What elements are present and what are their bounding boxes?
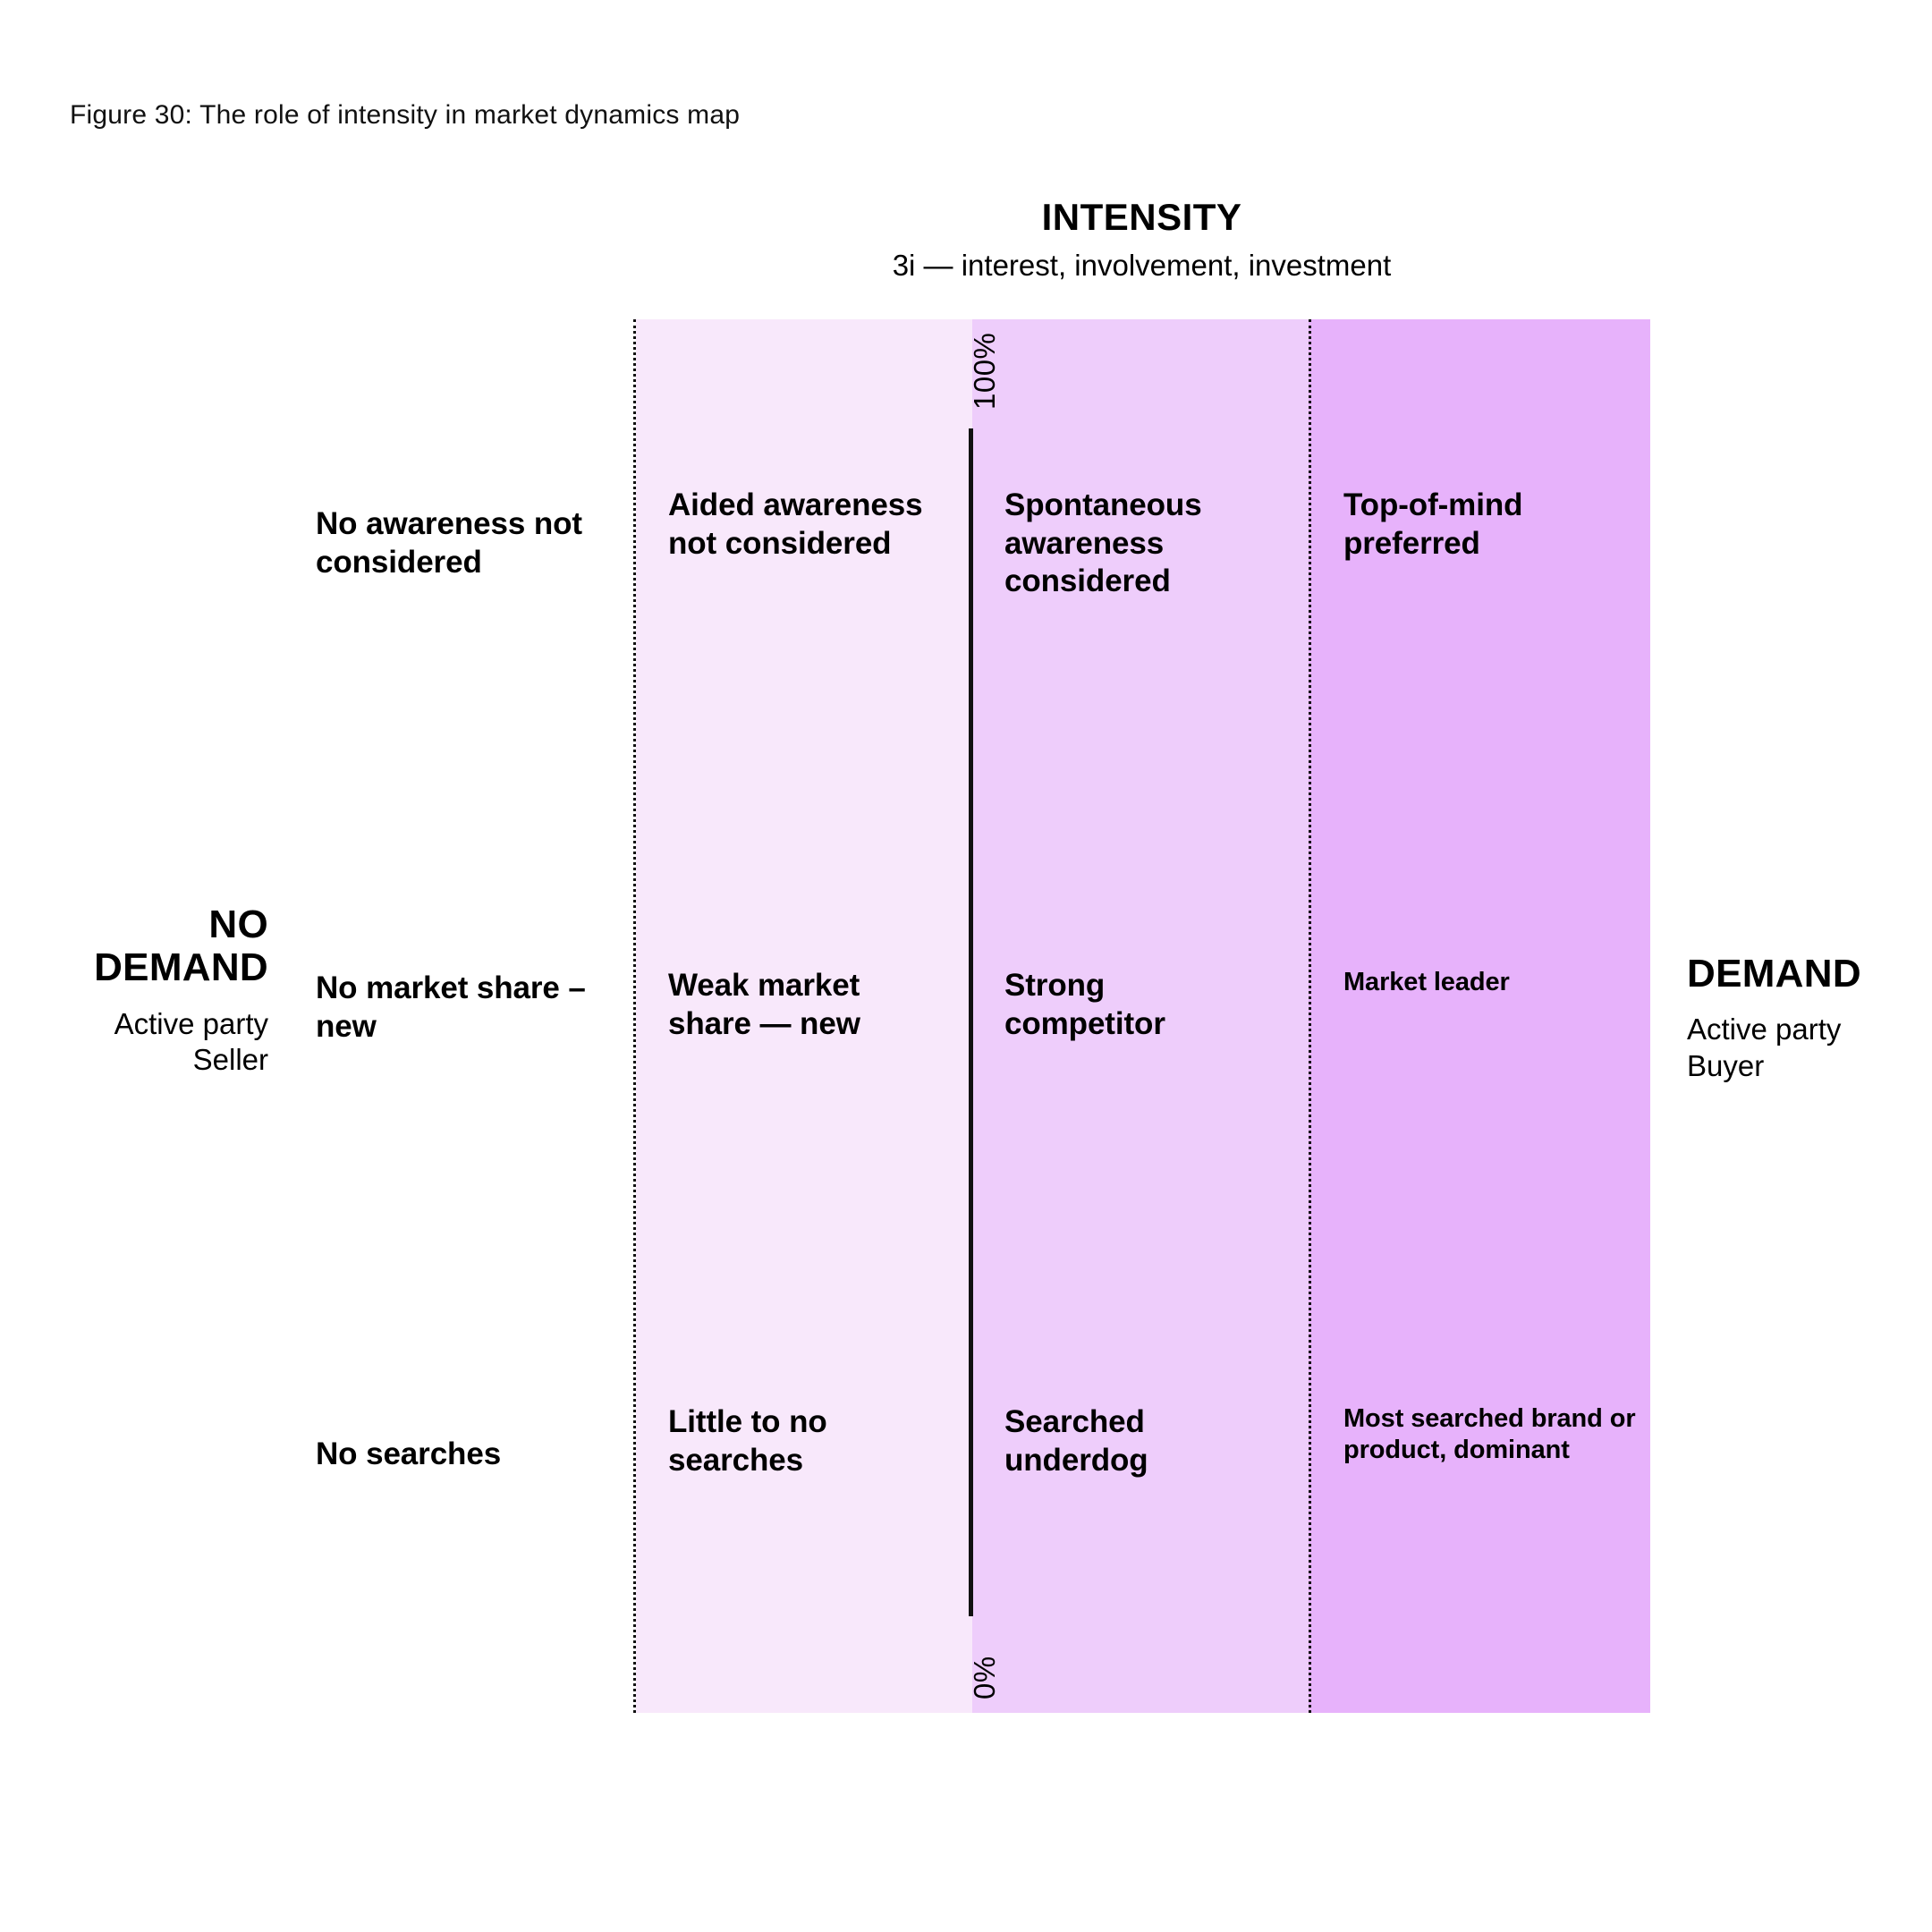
row-label-no-searches: No searches (316, 1436, 502, 1471)
intensity-subtitle: 3i — interest, involvement, investment (892, 249, 1392, 282)
cell-aided-awareness: Aided awareness not considered (668, 487, 923, 561)
column-top-of-mind: Top-of-mind preferred Market leader Most… (1309, 319, 1650, 1713)
intensity-scale-axis-line (969, 428, 973, 1616)
figure-caption: Figure 30: The role of intensity in mark… (70, 100, 741, 130)
no-demand-title: NO DEMAND (94, 902, 268, 990)
no-demand-subtitle-seller: Seller (192, 1043, 268, 1077)
no-demand-axis-label: NO DEMAND Active party Seller (36, 902, 268, 1078)
cell-searched-underdog: Searched underdog (1004, 1404, 1148, 1478)
demand-subtitle-buyer: Buyer (1687, 1048, 1765, 1082)
cell-weak-market-share: Weak market share — new (668, 968, 860, 1041)
row-label-no-awareness: No awareness not considered (316, 506, 582, 580)
cell-market-leader: Market leader (1343, 968, 1510, 996)
scale-label-100-percent: 100% (968, 332, 1001, 410)
column-spontaneous-awareness: Spontaneous awareness considered Strong … (972, 319, 1309, 1713)
scale-label-0-percent: 0% (968, 1656, 1001, 1699)
cell-top-of-mind-preferred: Top-of-mind preferred (1343, 487, 1523, 561)
demand-subtitle-active-party: Active party (1687, 1013, 1842, 1046)
cell-spontaneous-awareness: Spontaneous awareness considered (1004, 487, 1202, 599)
cell-strong-competitor: Strong competitor (1004, 968, 1165, 1041)
intensity-title: INTENSITY (1041, 196, 1242, 238)
cell-little-to-no-searches: Little to no searches (668, 1404, 827, 1478)
no-demand-subtitle-active-party: Active party (114, 1006, 268, 1040)
cell-most-searched-dominant: Most searched brand or product, dominant (1343, 1404, 1636, 1465)
column-aided-awareness: Aided awareness not considered Weak mark… (636, 319, 972, 1713)
demand-title: DEMAND (1687, 952, 1861, 996)
demand-axis-label: DEMAND Active party Buyer (1687, 952, 1919, 1084)
market-dynamics-map-panel: Aided awareness not considered Weak mark… (633, 319, 1650, 1713)
intensity-header: INTENSITY 3i — interest, involvement, in… (633, 196, 1650, 282)
row-label-no-market-share: No market share – new (316, 970, 586, 1044)
